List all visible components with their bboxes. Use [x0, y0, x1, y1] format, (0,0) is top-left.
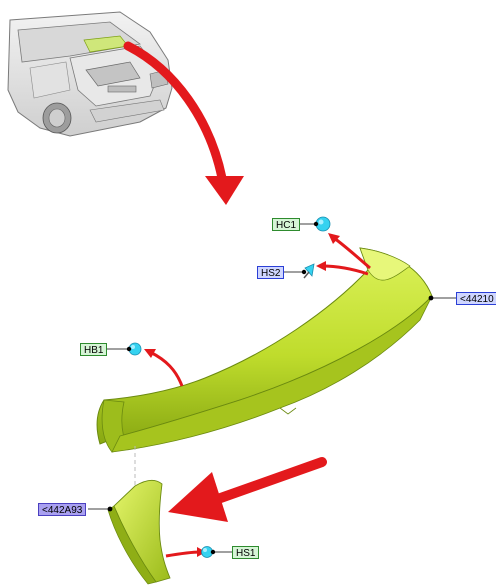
car-rear-view-icon	[7, 11, 173, 137]
callout-hc1: HC1	[272, 218, 301, 231]
callout-hs2: HS2	[257, 266, 285, 279]
callout-442a93: <442A93	[38, 503, 87, 516]
pointer-arrow-top	[123, 41, 244, 205]
small-arrow-hs2	[316, 261, 369, 276]
end-cap-icon	[107, 479, 171, 585]
clip-hs1-icon	[201, 546, 213, 558]
small-arrow-hs1	[165, 547, 206, 558]
callout-hs1: HS1	[232, 546, 260, 559]
pointer-arrow-bottom	[168, 457, 327, 522]
small-arrow-hc1	[328, 233, 371, 270]
callout-hb1: HB1	[80, 343, 108, 356]
callout-44210: <44210	[456, 292, 496, 305]
screw-hs2-icon	[303, 263, 315, 279]
small-arrow-hb1	[144, 349, 184, 387]
